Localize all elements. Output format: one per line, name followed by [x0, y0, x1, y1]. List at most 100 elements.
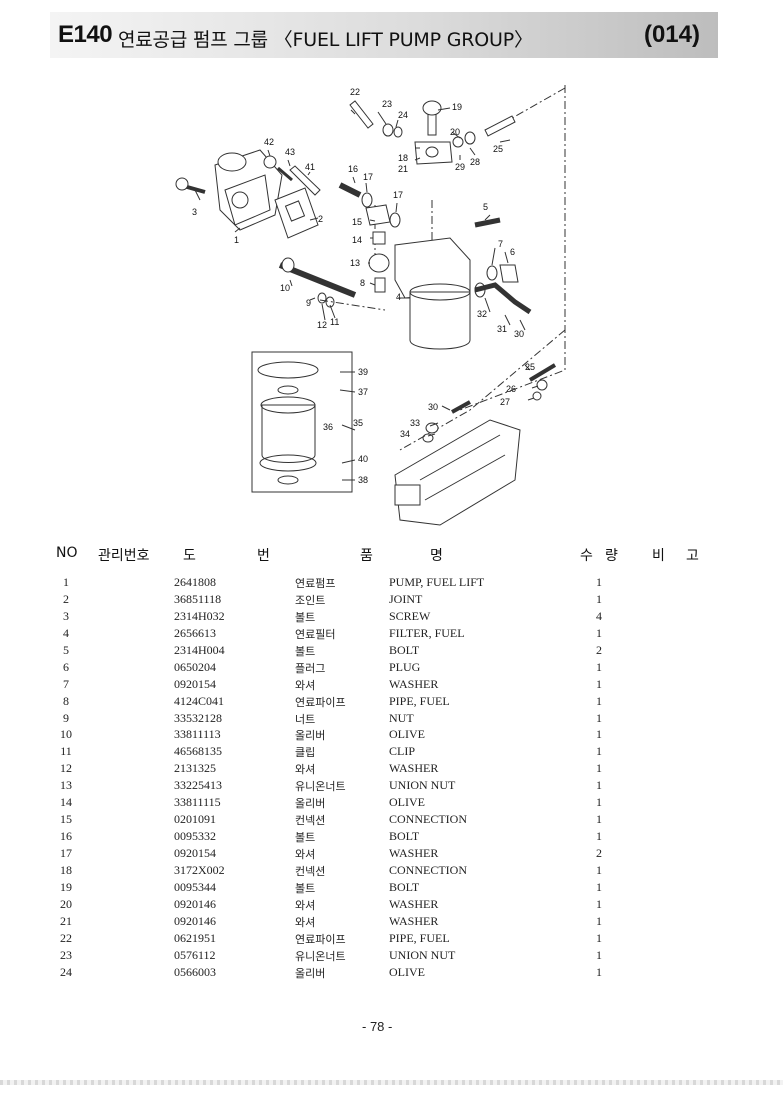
row-part-number: 0920146	[174, 896, 216, 911]
row-korean-name: 플러그	[295, 661, 326, 675]
row-quantity: 1	[596, 693, 602, 708]
row-no: 15	[60, 812, 72, 827]
col-qty-ryang: 량	[605, 548, 618, 564]
row-korean-name: 조인트	[295, 593, 326, 607]
row-part-number: 0621951	[174, 930, 216, 945]
row-no: 20	[60, 896, 72, 911]
row-part-number: 2131325	[174, 761, 216, 776]
row-quantity: 1	[596, 795, 602, 810]
callout-4: 4	[396, 292, 401, 302]
row-no: 4	[63, 625, 69, 640]
row-quantity: 1	[596, 744, 602, 759]
row-part-number: 2641808	[174, 575, 216, 589]
row-no: 22	[60, 930, 72, 945]
col-drawing-do: 도	[183, 548, 196, 564]
table-row: 20 0920146 와셔 WASHER 1	[0, 897, 783, 914]
row-part-number: 2314H004	[174, 642, 225, 657]
row-korean-name: 와셔	[295, 848, 316, 861]
col-qty-su: 수	[580, 548, 593, 564]
row-no: 17	[60, 846, 72, 860]
row-quantity: 4	[596, 608, 602, 623]
row-quantity: 1	[596, 710, 602, 725]
row-no: 7	[63, 676, 69, 691]
row-part-name: WASHER	[389, 913, 439, 928]
row-quantity: 1	[596, 591, 602, 606]
row-no: 14	[60, 795, 72, 810]
row-part-name: BOLT	[389, 829, 420, 844]
row-part-name: CONNECTION	[389, 812, 467, 827]
row-korean-name: 와셔	[295, 898, 316, 912]
row-part-name: PUMP, FUEL LIFT	[389, 575, 485, 589]
group-title: 연료공급 펌프 그룹 〈FUEL LIFT PUMP GROUP〉	[118, 29, 533, 51]
row-part-number: 0095344	[174, 879, 216, 894]
row-korean-name: 연료필터	[295, 627, 336, 641]
row-part-name: WASHER	[389, 896, 439, 911]
row-no: 24	[60, 964, 72, 979]
row-part-name: PLUG	[389, 659, 421, 674]
callout-35: 35	[353, 418, 363, 428]
callout-25b: 25	[525, 362, 535, 372]
col-part-pum: 품	[360, 548, 373, 564]
row-quantity: 1	[596, 829, 602, 844]
row-no: 16	[60, 829, 72, 844]
page-header: E140 연료공급 펌프 그룹 〈FUEL LIFT PUMP GROUP〉 (…	[50, 12, 718, 58]
callout-22: 22	[350, 87, 360, 97]
callout-30: 30	[514, 329, 524, 339]
row-korean-name: 볼트	[295, 644, 316, 658]
row-part-number: 0095332	[174, 829, 216, 844]
callout-9: 9	[306, 298, 311, 308]
row-part-name: BOLT	[389, 642, 420, 657]
row-quantity: 1	[596, 812, 602, 827]
row-quantity: 1	[596, 676, 602, 691]
callout-29: 29	[455, 162, 465, 172]
parts-table-header: NO 관리번호 도 번 품 명 수 량 비 고	[0, 545, 783, 567]
row-no: 10	[60, 727, 72, 742]
row-korean-name: 와셔	[295, 763, 316, 777]
col-mgmt-number: 관리번호	[98, 548, 150, 564]
callout-34: 34	[400, 429, 410, 439]
callout-21: 21	[398, 164, 408, 174]
row-no: 9	[63, 710, 69, 725]
page-number: - 78 -	[362, 1019, 393, 1034]
scan-edge	[0, 1080, 783, 1085]
callout-18: 18	[398, 153, 408, 163]
row-no: 21	[60, 913, 72, 928]
callout-36: 36	[323, 422, 333, 432]
row-part-number: 2656613	[174, 625, 216, 640]
row-part-number: 33532128	[174, 710, 222, 725]
row-quantity: 1	[596, 896, 602, 911]
row-quantity: 1	[596, 727, 602, 742]
callout-31: 31	[497, 324, 507, 334]
row-part-name: WASHER	[389, 761, 439, 776]
callout-19: 19	[452, 102, 462, 112]
callout-16: 16	[348, 164, 358, 174]
row-no: 3	[63, 608, 69, 623]
model-code: E140	[58, 21, 113, 48]
row-part-number: 2314H032	[174, 608, 225, 623]
row-no: 13	[60, 778, 72, 793]
row-quantity: 1	[596, 913, 602, 928]
callout-13: 13	[350, 258, 360, 268]
row-part-name: WASHER	[389, 846, 439, 860]
row-part-number: 33811115	[174, 795, 221, 810]
callout-15: 15	[352, 217, 362, 227]
col-no: NO	[56, 545, 78, 561]
row-part-number: 0920146	[174, 913, 216, 928]
callout-17a: 17	[363, 172, 373, 182]
callout-27: 27	[500, 397, 510, 407]
row-no: 12	[60, 761, 72, 776]
row-quantity: 1	[596, 625, 602, 640]
row-quantity: 1	[596, 964, 602, 979]
